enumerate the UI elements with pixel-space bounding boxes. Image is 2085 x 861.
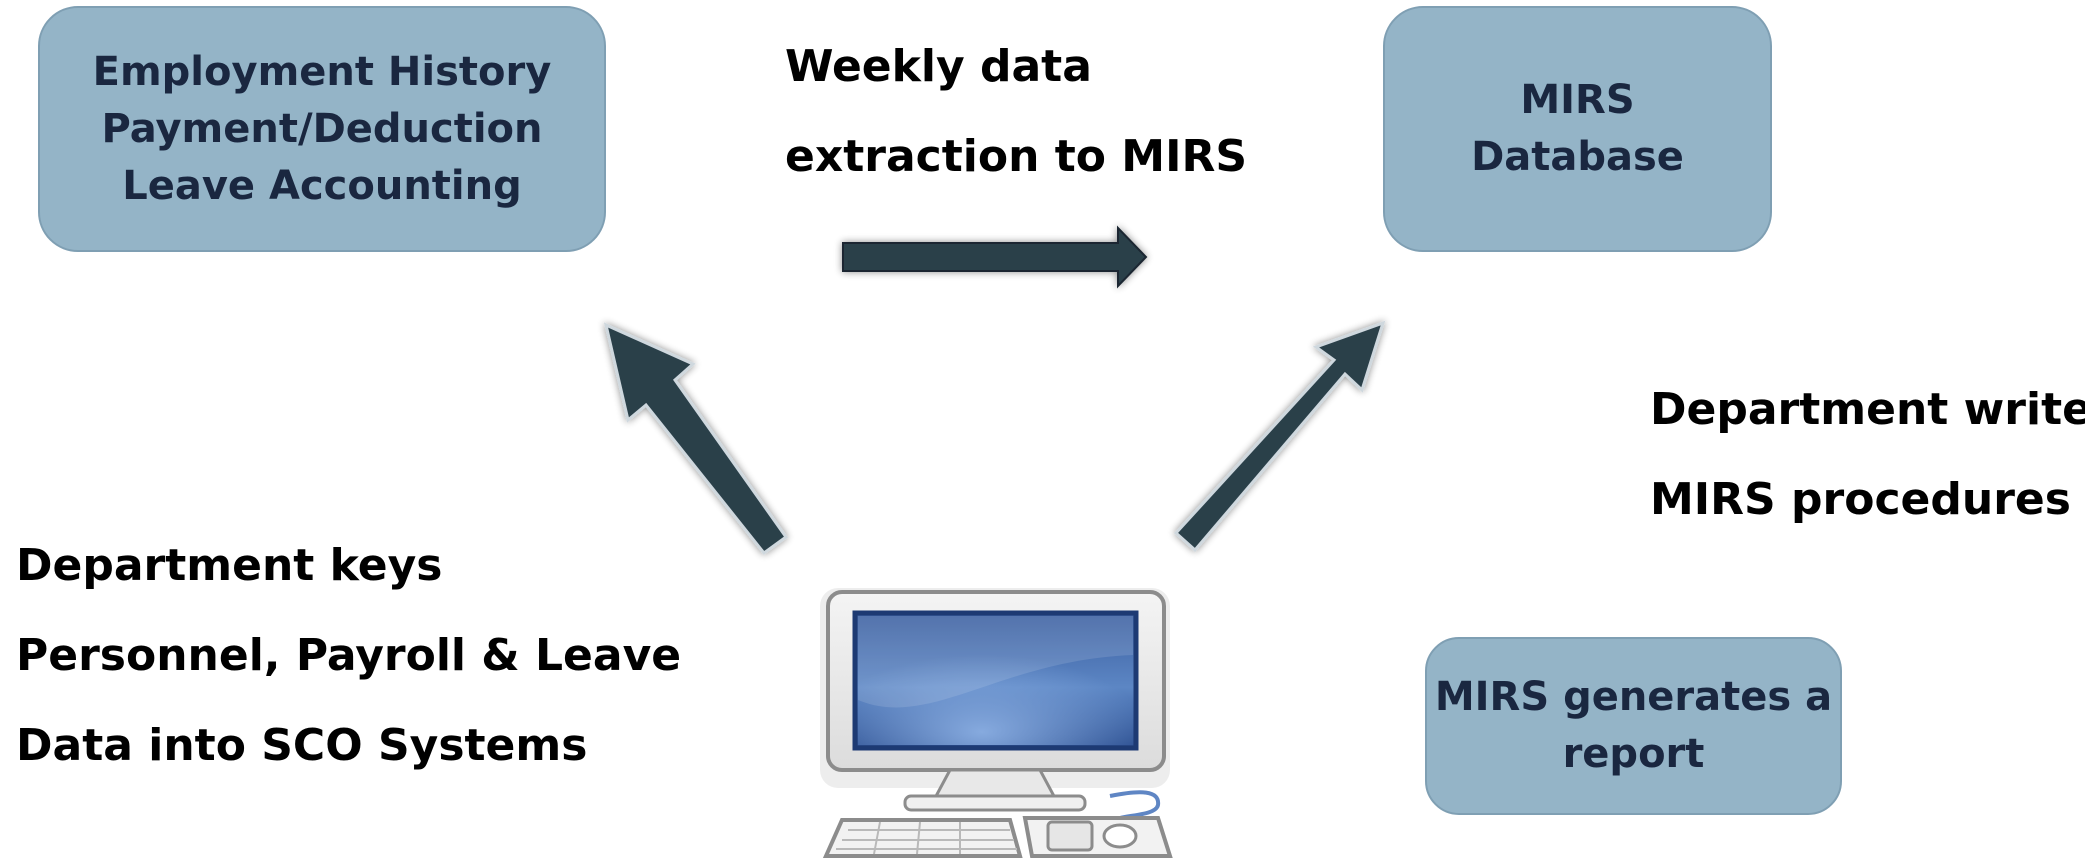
label-line: MIRS procedures (1650, 474, 2071, 525)
box-line: Employment History (92, 48, 552, 95)
box-line: MIRS generates a (1434, 674, 1833, 720)
label-line: Personnel, Payroll & Leave (16, 630, 682, 681)
up-right-arrow-icon (1173, 320, 1386, 553)
label-line: extraction to MIRS (785, 131, 1248, 182)
right-arrow-icon (842, 225, 1148, 289)
department-keys-label: Department keys Personnel, Payroll & Lea… (16, 521, 681, 791)
label-line: Weekly data (785, 41, 1092, 92)
label-line: Department writes (1650, 384, 2085, 435)
box-line: Leave Accounting (122, 162, 522, 209)
up-left-arrow-icon (603, 322, 789, 556)
box-line: Database (1471, 134, 1684, 180)
box-line: report (1562, 731, 1705, 777)
mirs-database-box: MIRS Database (1383, 6, 1772, 252)
label-line: Department keys (16, 540, 443, 591)
department-writes-label: Department writes MIRS procedures (1650, 365, 2085, 545)
box-line: MIRS (1520, 77, 1635, 123)
weekly-extraction-label: Weekly data extraction to MIRS (785, 22, 1247, 202)
desktop-computer-icon (820, 588, 1173, 858)
sco-systems-box: Employment History Payment/Deduction Lea… (38, 6, 606, 252)
report-box: MIRS generates a report (1425, 637, 1842, 815)
label-line: Data into SCO Systems (16, 720, 588, 771)
box-line: Payment/Deduction (101, 105, 543, 152)
